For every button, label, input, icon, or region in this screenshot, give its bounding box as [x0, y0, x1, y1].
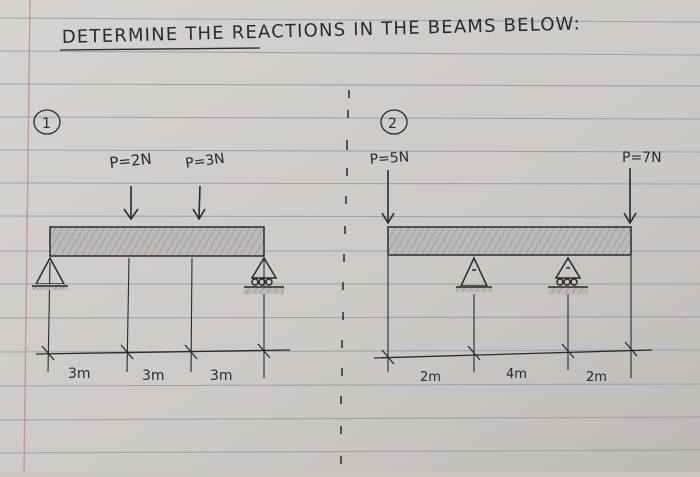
span-label: 3m — [210, 368, 233, 384]
span-label: 3m — [68, 366, 91, 382]
load-arrow — [123, 186, 139, 221]
problem-number: 1 — [42, 116, 51, 132]
dimension-extension-lines — [387, 256, 632, 378]
span-label: 3m — [142, 368, 165, 384]
pin-support — [456, 256, 492, 292]
pin-support — [32, 256, 68, 290]
problem-number-circle — [33, 109, 61, 135]
beam — [49, 226, 265, 257]
problem-number-circle — [380, 109, 408, 135]
problem-number: 2 — [388, 116, 397, 132]
load-arrow — [623, 168, 637, 225]
dimension-line — [35, 343, 291, 361]
roller-support — [548, 256, 588, 294]
load-label: P=3N — [184, 151, 225, 172]
roller-support — [244, 256, 284, 294]
load-arrow — [381, 170, 395, 225]
divider-dashes — [340, 90, 350, 464]
load-label: P=7N — [622, 150, 662, 166]
span-label: 2m — [420, 370, 441, 385]
dimension-line — [373, 341, 653, 365]
span-label: 2m — [586, 370, 607, 385]
problem-2: 2 P=5N P=7N — [369, 109, 662, 385]
margin-line — [23, 0, 31, 473]
problem-1: 1 P=2N P=3N — [32, 109, 291, 384]
load-arrow — [192, 185, 206, 221]
beam — [387, 226, 632, 256]
load-label: P=5N — [369, 149, 410, 168]
title-underline — [59, 47, 261, 51]
span-label: 4m — [506, 367, 527, 382]
load-label: P=2N — [109, 150, 153, 172]
